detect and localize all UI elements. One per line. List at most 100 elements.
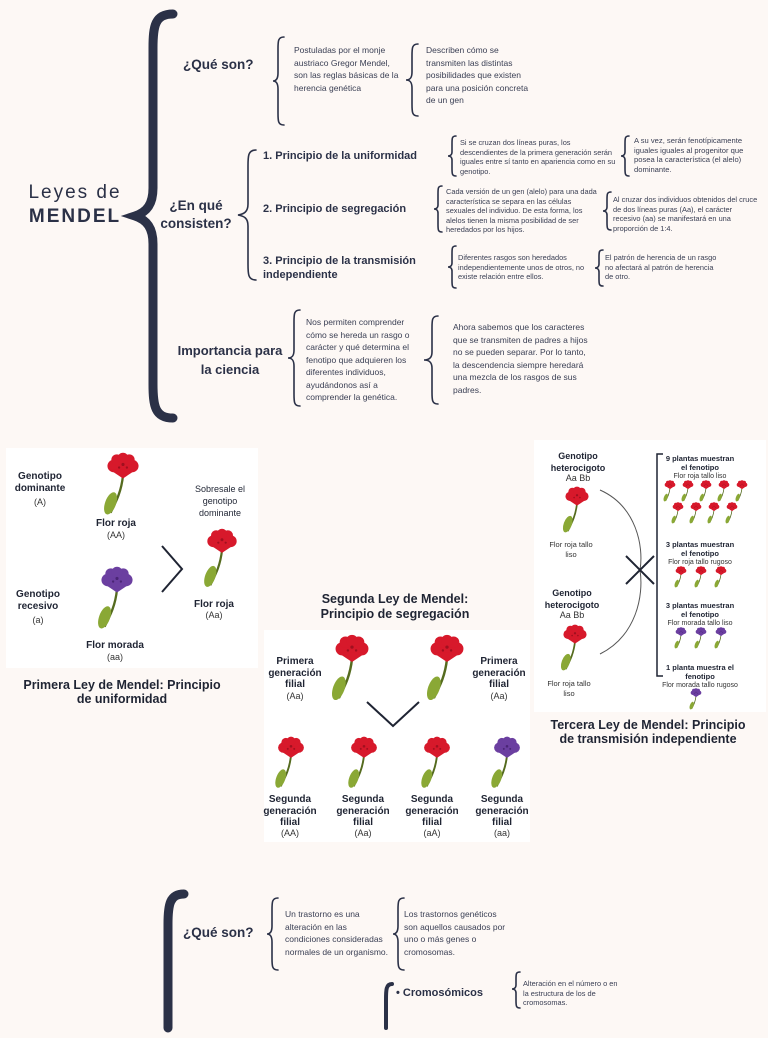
ley1-result-label: Flor roja bbox=[193, 599, 234, 610]
principio-uniformidad: 1. Principio de la uniformidad bbox=[263, 150, 418, 162]
cromosomicos-brace bbox=[384, 982, 394, 1030]
ley2-child3-label: Segunda generación filial bbox=[405, 794, 459, 828]
que-son-brace2 bbox=[405, 43, 419, 117]
ley2-child3-flor bbox=[417, 736, 452, 791]
ley3-flor2 bbox=[557, 624, 588, 673]
ley3-r4s: Flor morada tallo rugoso bbox=[662, 682, 738, 689]
p1-desc2: A su vez, serán fenotípicamente iguales … bbox=[634, 136, 744, 174]
trastornos-brace bbox=[266, 897, 279, 971]
ley2-child1-code: (AA) bbox=[281, 828, 299, 838]
ley2-caption: Segunda Ley de Mendel: Principio de segr… bbox=[320, 592, 470, 621]
ley1-flor-morada bbox=[94, 566, 134, 632]
ley2-child1-label: Segunda generación filial bbox=[263, 794, 317, 828]
ley3-mini-flower bbox=[724, 502, 738, 525]
ley3-r1-flores bbox=[660, 480, 760, 526]
que-son-text2: Describen cómo se transmiten las distint… bbox=[426, 45, 529, 105]
p2-desc2: Al cruzar dos individuos obtenidos del c… bbox=[613, 195, 758, 233]
principio-segregacion: 2. Principio de segregación bbox=[263, 203, 407, 215]
ley1-dom-label: Genotipo dominante bbox=[14, 471, 66, 494]
ley2-parent1-label: Primera generación filial bbox=[268, 656, 322, 690]
title-line2: MENDEL bbox=[28, 206, 122, 227]
ley3-r2s: Flor roja tallo rugoso bbox=[668, 559, 732, 566]
ley2-child2-label: Segunda generación filial bbox=[336, 794, 390, 828]
ley3-mini-flower bbox=[670, 502, 684, 525]
ley3-mini-flower bbox=[673, 566, 687, 589]
ley1-roja-label: Flor roja bbox=[95, 518, 136, 529]
ley2-child4-flor bbox=[487, 736, 522, 791]
ley2-child3-code: (aA) bbox=[423, 828, 441, 838]
ley3-cross bbox=[599, 489, 655, 655]
cromosomicos-label: Cromosómicos bbox=[402, 987, 483, 999]
ley3-g1-label: Genotipo heterocigoto bbox=[550, 451, 606, 473]
title-line1: Leyes de bbox=[28, 182, 122, 203]
ley3-r1: 9 plantas muestran el fenotipo bbox=[665, 454, 735, 472]
importancia-heading: Importancia para la ciencia bbox=[177, 343, 283, 377]
en-que-brace bbox=[237, 149, 257, 281]
ley3-mini-flower bbox=[662, 480, 676, 503]
ley3-mini-flower bbox=[734, 480, 748, 503]
ley3-caption: Tercera Ley de Mendel: Principio de tran… bbox=[550, 718, 746, 746]
ley2-parent1-code: (Aa) bbox=[286, 691, 304, 701]
ley2-child2-code: (Aa) bbox=[354, 828, 372, 838]
bottom-brace bbox=[163, 889, 189, 1033]
ley3-r4-flores bbox=[686, 688, 708, 712]
en-que-heading: ¿En qué consisten? bbox=[160, 198, 232, 231]
ley2-parent2-code: (Aa) bbox=[490, 691, 508, 701]
p1-brace bbox=[447, 135, 457, 177]
ley2-child4-code: (aa) bbox=[493, 828, 510, 838]
p2-brace2 bbox=[602, 191, 612, 231]
ley1-caption: Primera Ley de Mendel: Principio de unif… bbox=[23, 678, 221, 706]
trastornos-text2: Los trastornos genéticos son aquellos ca… bbox=[404, 909, 506, 957]
trastornos-text1: Un trastorno es una alteración en las co… bbox=[285, 909, 389, 957]
ley2-child2-flor bbox=[344, 736, 379, 791]
ley1-rec-code: (a) bbox=[32, 615, 44, 625]
p2-desc1: Cada versión de un gen (alelo) para una … bbox=[446, 187, 597, 235]
ley1-dom-code: (A) bbox=[34, 497, 46, 507]
ley3-r3: 3 plantas muestran el fenotipo bbox=[665, 601, 735, 619]
cromosomicos-desc: Alteración en el número o en la estructu… bbox=[523, 979, 618, 1008]
p1-desc1: Si se cruzan dos líneas puras, los desce… bbox=[460, 138, 616, 176]
ley3-mini-flower bbox=[688, 688, 702, 711]
ley3-r3-flores bbox=[667, 627, 737, 651]
ley1-result-code: (Aa) bbox=[205, 610, 223, 620]
ley3-mini-flower bbox=[713, 566, 727, 589]
ley1-roja-code: (AA) bbox=[107, 530, 125, 540]
ley2-parent2-label: Primera generación filial bbox=[472, 656, 526, 690]
ley2-card bbox=[264, 630, 530, 842]
ley3-g1-code: Aa Bb bbox=[565, 473, 591, 483]
importancia-brace2 bbox=[423, 315, 439, 405]
ley3-g2-label: Genotipo heterocigoto bbox=[544, 588, 600, 610]
ley1-flor-result bbox=[200, 528, 238, 590]
ley3-r2-flores bbox=[667, 566, 737, 590]
p3-brace bbox=[447, 245, 457, 289]
ley3-r4: 1 planta muestra el fenotipo bbox=[666, 663, 734, 681]
trastornos-brace2 bbox=[392, 897, 405, 971]
ley2-child1-flor bbox=[271, 736, 306, 791]
ley3-mini-flower bbox=[693, 627, 707, 650]
ley1-rec-label: Genotipo recesivo bbox=[16, 589, 60, 612]
ley2-child4-label: Segunda generación filial bbox=[475, 794, 529, 828]
ley3-mini-flower bbox=[716, 480, 730, 503]
ley3-mini-flower bbox=[673, 627, 687, 650]
ley3-mini-flower bbox=[680, 480, 694, 503]
ley3-r3s: Flor morada tallo liso bbox=[667, 620, 733, 627]
importancia-text1: Nos permiten comprender cómo se hereda u… bbox=[306, 317, 410, 402]
ley3-flor1 bbox=[559, 486, 590, 535]
ley1-cross-arrow bbox=[161, 545, 184, 593]
trastornos-heading: ¿Qué son? bbox=[183, 925, 254, 940]
ley3-mini-flower bbox=[713, 627, 727, 650]
title-leyes: Leyes de MENDEL bbox=[28, 182, 122, 228]
que-son-brace bbox=[272, 36, 285, 126]
ley3-flor2-label: Flor roja tallo liso bbox=[547, 679, 591, 698]
ley2-parent1-flor bbox=[327, 634, 370, 704]
main-brace bbox=[120, 9, 178, 423]
p3-desc1: Diferentes rasgos son heredados independ… bbox=[458, 253, 585, 282]
ley3-mini-flower bbox=[698, 480, 712, 503]
importancia-text2: Ahora sabemos que los caracteres que se … bbox=[453, 322, 588, 395]
importancia-brace bbox=[287, 309, 301, 407]
cromosomicos-item: • Cromosómicos bbox=[396, 987, 483, 999]
cromosomicos-desc-brace bbox=[511, 971, 521, 1009]
ley1-morada-label: Flor morada bbox=[86, 640, 144, 651]
ley2-cross bbox=[366, 701, 420, 728]
ley3-mini-flower bbox=[688, 502, 702, 525]
